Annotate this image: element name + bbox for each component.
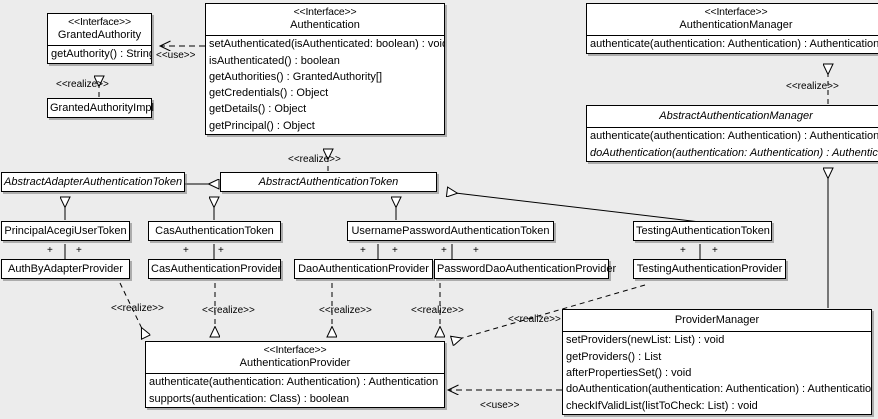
operations-compartment: authenticate(authentication: Authenticat…: [587, 128, 878, 161]
operation: setProviders(newList: List) : void: [566, 334, 725, 347]
association-marker: +: [712, 245, 718, 256]
edge-label-realize-cas: <<realize>>: [202, 305, 255, 316]
operation: doAuthentication(authentication: Authent…: [566, 383, 871, 396]
operation: getDetails() : Object: [209, 103, 307, 116]
operation: getCredentials() : Object: [209, 87, 329, 100]
class-name: GrantedAuthorityImpl: [50, 102, 154, 114]
association-marker: +: [473, 245, 479, 256]
operation: getProviders() : List: [566, 350, 662, 363]
operation: getAuthorities() : GrantedAuthority[]: [209, 70, 383, 83]
class-testing-authentication-token[interactable]: TestingAuthenticationToken: [633, 221, 772, 242]
class-header: ProviderManager: [563, 310, 871, 331]
class-testing-authentication-provider[interactable]: TestingAuthenticationProvider: [633, 259, 786, 280]
class-cas-authentication-provider[interactable]: CasAuthenticationProvider: [148, 259, 282, 280]
operations-compartment: setAuthenticated(isAuthenticated: boolea…: [206, 36, 444, 134]
class-name: AuthByAdapterProvider: [8, 263, 123, 275]
class-name: Authentication: [290, 18, 360, 31]
stereotype-label: <<Interface>>: [263, 344, 327, 356]
class-name: CasAuthenticationToken: [155, 225, 274, 237]
class-header: <<Interface>> AuthenticationProvider: [146, 342, 444, 373]
stereotype-label: <<Interface>>: [68, 16, 131, 28]
operations-compartment: authenticate(authentication: Authenticat…: [146, 374, 444, 407]
operation: authenticate(authentication: Authenticat…: [590, 38, 878, 51]
class-name: GrantedAuthority: [57, 28, 142, 41]
association-marker: +: [47, 245, 53, 256]
edge-label-realize-abstract-authentication-token: <<realize>>: [288, 154, 341, 165]
class-name: DaoAuthenticationProvider: [298, 263, 429, 275]
operation: setAuthenticated(isAuthenticated: boolea…: [209, 38, 444, 51]
class-abstract-adapter-authentication-token[interactable]: AbstractAdapterAuthenticationToken: [1, 172, 185, 193]
class-name: PrincipalAcegiUserToken: [4, 225, 127, 237]
edge-label-realize-granted-authority-impl: <<realize>>: [56, 79, 109, 90]
divider: [48, 45, 151, 47]
divider: [563, 331, 871, 333]
association-marker: +: [183, 245, 189, 256]
class-name: AbstractAuthenticationToken: [258, 176, 399, 188]
operation: supports(authentication: Class) : boolea…: [149, 392, 349, 405]
edge-label-realize-dao: <<realize>>: [319, 305, 372, 316]
association-marker: +: [218, 245, 224, 256]
class-username-password-authentication-token[interactable]: UsernamePasswordAuthenticationToken: [347, 221, 554, 242]
edge-label-realize-testing: <<realize>>: [508, 314, 561, 325]
class-name: AuthenticationManager: [679, 18, 793, 31]
class-name: AuthenticationProvider: [239, 356, 351, 369]
divider: [587, 35, 878, 37]
class-abstract-authentication-manager[interactable]: AbstractAuthenticationManager authentica…: [586, 105, 878, 163]
class-header: <<Interface>> GrantedAuthority: [48, 14, 151, 45]
edge-label-use-provider-manager-authentication-provider: <<use>>: [480, 400, 520, 411]
association-marker: +: [360, 245, 366, 256]
edge-label-use-authentication-grantedauthority: <<use>>: [156, 50, 196, 61]
operation: getPrincipal() : Object: [209, 119, 315, 132]
association-marker: +: [441, 245, 447, 256]
class-name: TestingAuthenticationProvider: [636, 263, 783, 275]
class-name: PasswordDaoAuthenticationProvider: [437, 263, 617, 275]
class-name: AbstractAuthenticationManager: [659, 110, 813, 122]
association-marker: +: [392, 245, 398, 256]
class-auth-by-adapter-provider[interactable]: AuthByAdapterProvider: [1, 259, 130, 280]
operations-compartment: setProviders(newList: List) : void getPr…: [563, 332, 871, 414]
class-authentication-manager[interactable]: <<Interface>> AuthenticationManager auth…: [586, 3, 878, 54]
divider: [206, 35, 444, 37]
edge-label-realize-password-dao: <<realize>>: [411, 305, 464, 316]
class-name: AbstractAdapterAuthenticationToken: [4, 176, 183, 188]
class-header: AbstractAuthenticationManager: [587, 106, 878, 127]
stereotype-label: <<Interface>>: [704, 6, 768, 18]
class-principal-acegi-user-token[interactable]: PrincipalAcegiUserToken: [1, 221, 130, 242]
class-authentication-provider[interactable]: <<Interface>> AuthenticationProvider aut…: [145, 341, 445, 408]
class-authentication[interactable]: <<Interface>> Authentication setAuthenti…: [205, 3, 445, 136]
operations-compartment: getAuthority() : String: [48, 46, 151, 62]
operation: isAuthenticated() : boolean: [209, 54, 340, 67]
divider: [587, 127, 878, 129]
class-granted-authority[interactable]: <<Interface>> GrantedAuthority getAuthor…: [47, 13, 152, 64]
association-marker: +: [76, 245, 82, 256]
class-granted-authority-impl[interactable]: GrantedAuthorityImpl: [47, 98, 154, 119]
edge-label-realize-auth-by-adapter: <<realize>>: [111, 303, 164, 314]
operations-compartment: authenticate(authentication: Authenticat…: [587, 36, 878, 52]
class-name: ProviderManager: [674, 314, 760, 326]
operation: authenticate(authentication: Authenticat…: [149, 376, 439, 389]
class-header: <<Interface>> Authentication: [206, 4, 444, 35]
class-cas-authentication-token[interactable]: CasAuthenticationToken: [148, 221, 281, 242]
operation: doAuthentication(authentication: Authent…: [590, 146, 878, 159]
class-name: CasAuthenticationProvider: [151, 263, 282, 275]
class-password-dao-authentication-provider[interactable]: PasswordDaoAuthenticationProvider: [434, 259, 617, 280]
operation: checkIfValidList(listToCheck: List) : vo…: [566, 399, 758, 412]
class-name: TestingAuthenticationToken: [636, 225, 770, 237]
class-dao-authentication-provider[interactable]: DaoAuthenticationProvider: [294, 259, 433, 280]
edge-label-realize-abstract-authentication-manager: <<realize>>: [786, 81, 839, 92]
operation: getAuthority() : String: [51, 48, 151, 61]
class-name: UsernamePasswordAuthenticationToken: [351, 225, 550, 237]
divider: [146, 373, 444, 375]
class-header: <<Interface>> AuthenticationManager: [587, 4, 878, 35]
class-provider-manager[interactable]: ProviderManager setProviders(newList: Li…: [562, 309, 872, 415]
operation: authenticate(authentication: Authenticat…: [590, 130, 878, 143]
stereotype-label: <<Interface>>: [293, 6, 357, 18]
operation: afterPropertiesSet() : void: [566, 367, 692, 380]
association-marker: +: [680, 245, 686, 256]
class-abstract-authentication-token[interactable]: AbstractAuthenticationToken: [220, 172, 437, 193]
